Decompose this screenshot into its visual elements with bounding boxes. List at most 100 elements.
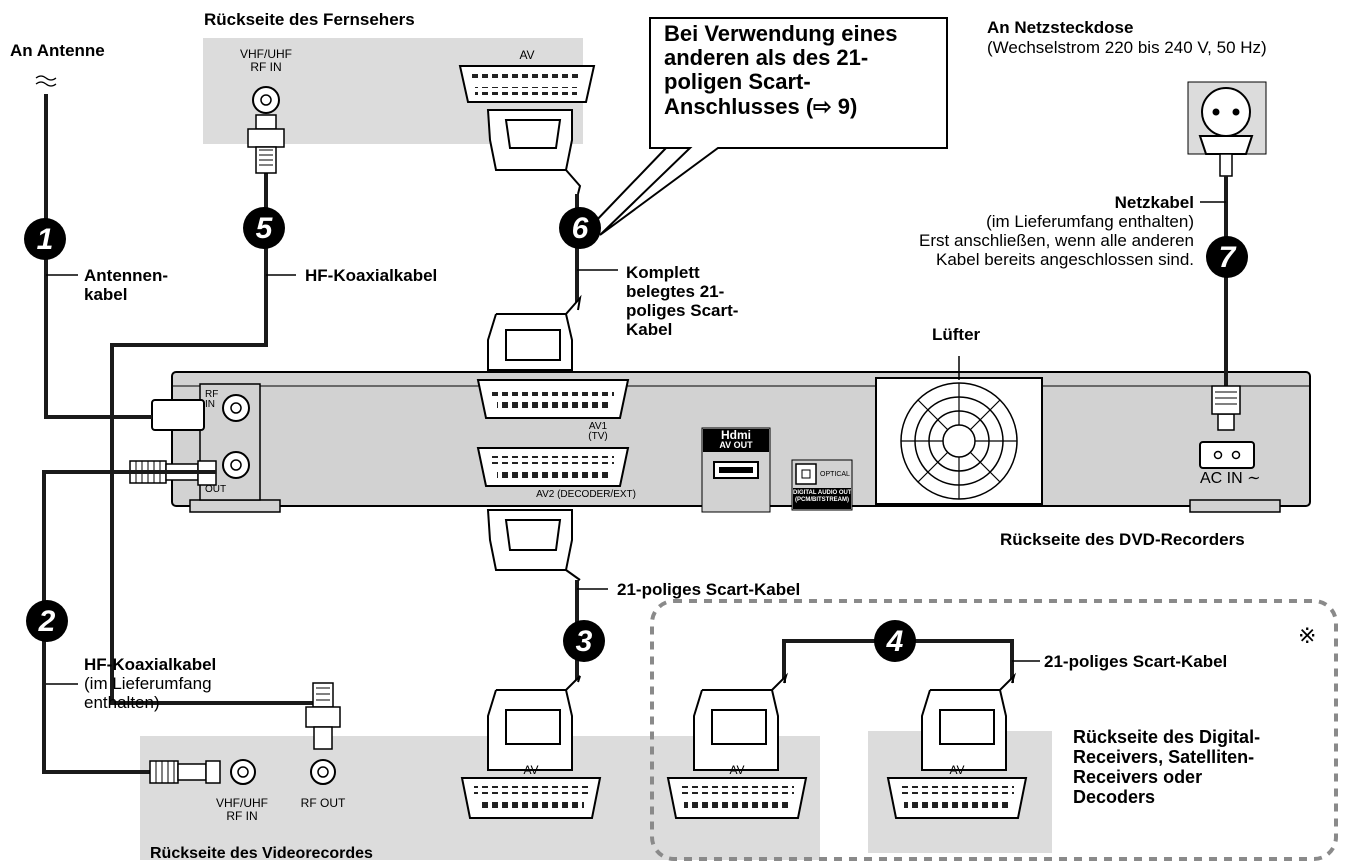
scart-plug-av2 — [486, 509, 581, 581]
wall-outlet — [1187, 81, 1267, 177]
scart-cable-4-label: 21-poliges Scart-Kabel — [1044, 652, 1228, 671]
digital-audio-label: DIGITAL AUDIO OUT (PCM/BITSTREAM) — [793, 490, 852, 504]
tv-rf-in-port-line-1: VHF/UHF — [240, 47, 292, 61]
digital-audio-line-1: DIGITAL AUDIO OUT — [793, 490, 852, 496]
optional-connection-boundary — [650, 599, 1338, 861]
av2-decoder-socket — [476, 447, 630, 487]
scart-full-label: Komplett belegtes 21- poliges Scart- Kab… — [626, 263, 738, 339]
optical-port — [791, 459, 853, 511]
power-cable-title: Netzkabel — [1114, 193, 1194, 212]
rf-coax-bottom-line-1: (im Lieferumfang — [84, 674, 212, 694]
vcr-rf-out-port-label: RF OUT — [300, 796, 346, 810]
scart-plug-receiver-left — [693, 672, 789, 771]
callout-line-2: anderen als des 21- — [664, 45, 869, 71]
receiver-av-right-label: AV — [949, 763, 965, 777]
scart-plug-tv — [486, 109, 582, 195]
vcr-av-socket — [460, 777, 602, 819]
receiver-back-line-4: Decoders — [1073, 787, 1156, 808]
antenna-cable-line-1: Antennen- — [84, 266, 169, 285]
note-mark: ※ — [1298, 623, 1317, 648]
ac-inlet — [1199, 441, 1255, 469]
av1-port-label: AV1 (TV) — [576, 422, 620, 442]
antenna-plug — [151, 399, 205, 431]
vcr-rf-in-plug — [149, 760, 221, 784]
antenna-cable-label: Antennen- kabel — [84, 266, 168, 304]
receiver-back-line-1: Rückseite des Digital- — [1073, 727, 1261, 747]
fan-vent — [875, 377, 1043, 505]
antenna-cable-line-2: kabel — [84, 285, 128, 305]
rf-coax-bottom-label: HF-Koaxialkabel (im Lieferumfang enthalt… — [84, 655, 216, 712]
callout-box — [592, 17, 948, 236]
receiver-back-line-2: Receivers, Satelliten- — [1073, 747, 1255, 768]
rf-coax-bottom-title: HF-Koaxialkabel — [84, 655, 217, 674]
vcr-rf-in-port-label: VHF/UHF RF IN — [206, 796, 278, 824]
receiver-av-left-label: AV — [729, 763, 745, 777]
callout-line-3: poligen Scart- — [664, 69, 811, 95]
hdmi-port — [701, 427, 771, 513]
rf-coax-bottom-line-2: enthalten) — [84, 693, 160, 713]
scart-plug-vcr — [487, 675, 581, 771]
antenna-label: An Antenne — [10, 41, 105, 60]
av2-port-label: AV2 (DECODER/EXT) — [536, 489, 636, 500]
ac-in-label: AC IN ∼ — [1200, 470, 1261, 487]
vcr-rf-in-port-line-1: VHF/UHF — [216, 796, 268, 810]
recorder-rf-in-line-2: IN — [205, 399, 215, 410]
scart-full-line-1: Komplett — [626, 263, 700, 282]
av1-tv-socket — [476, 379, 630, 419]
vcr-av-port-label: AV — [523, 763, 539, 777]
digital-audio-line-2: (PCM/BITSTREAM) — [795, 496, 849, 503]
step-6-badge: 6 — [571, 212, 589, 245]
tv-rf-in-port-line-2: RF IN — [250, 59, 282, 74]
av1-port-line-2: (TV) — [588, 431, 608, 442]
tv-av-socket — [458, 65, 596, 103]
fan-label: Lüfter — [932, 325, 981, 344]
antenna-symbol — [35, 75, 57, 87]
tv-back-label: Rückseite des Fernsehers — [204, 10, 415, 29]
hdmi-logo: Hdmi — [721, 428, 751, 442]
tv-av-port-label: AV — [519, 48, 535, 62]
step-1-badge: 1 — [36, 223, 54, 256]
recorder-rf-terminals — [129, 383, 261, 501]
power-cable-line-3: Kabel bereits angeschlossen sind. — [936, 250, 1194, 270]
mains-spec: (Wechselstrom 220 bis 240 V, 50 Hz) — [987, 38, 1267, 57]
recorder-rf-out-label: OUT — [205, 484, 227, 495]
scart-full-line-3: poliges Scart- — [626, 301, 739, 321]
scart-full-line-4: Kabel — [626, 320, 673, 340]
vcr-rf-out-plug — [305, 682, 341, 750]
tv-rf-in-jack — [252, 86, 280, 114]
callout-line-4: Anschlusses (⇨ 9) — [664, 93, 858, 119]
step-4-badge: 4 — [886, 625, 904, 658]
receiver-back-line-3: Receivers oder — [1073, 767, 1203, 788]
step-5-badge: 5 — [255, 212, 273, 245]
callout-line-1: Bei Verwendung eines — [664, 21, 898, 46]
tv-rf-plug — [247, 114, 285, 174]
mains-title: An Netzsteckdose — [987, 18, 1134, 37]
receiver-av-socket-left — [666, 777, 808, 819]
optical-label: OPTICAL — [820, 471, 850, 478]
vcr-rf-in-port-line-2: RF IN — [226, 809, 258, 824]
scart-cable-3-label: 21-poliges Scart-Kabel — [617, 580, 801, 599]
scart-plug-av1 — [487, 294, 582, 371]
tv-rf-in-port-label: VHF/UHF RF IN — [226, 48, 306, 73]
power-cable-label: Netzkabel (im Lieferumfang enthalten) Er… — [790, 193, 1194, 269]
leader-lines — [46, 201, 1226, 685]
recorder-rf-in-label: RF IN — [205, 390, 218, 410]
vcr-back-label: Rückseite des Videorecordes — [150, 845, 373, 862]
hdmi-out-label: AV OUT — [719, 440, 753, 450]
step-3-badge: 3 — [575, 625, 593, 658]
power-cable-line-2: Erst anschließen, wenn alle anderen — [919, 231, 1194, 251]
step-2-badge: 2 — [38, 605, 56, 638]
dvd-back-label: Rückseite des DVD-Recorders — [1000, 530, 1245, 549]
rf-coax-top-label: HF-Koaxialkabel — [305, 266, 438, 285]
scart-full-line-2: belegtes 21- — [626, 282, 725, 302]
vcr-rf-in-jack — [230, 759, 256, 785]
scart-plug-receiver-right — [921, 672, 1017, 771]
vcr-rf-out-jack — [310, 759, 336, 785]
receiver-av-socket-right — [886, 777, 1028, 819]
av1-port-line-1: AV1 — [588, 421, 608, 432]
callout-text: Bei Verwendung eines anderen als des 21-… — [664, 21, 898, 119]
recorder-rf-in-line-1: RF — [205, 389, 219, 400]
power-plug — [1211, 385, 1241, 431]
power-cable-line-1: (im Lieferumfang enthalten) — [986, 212, 1194, 232]
